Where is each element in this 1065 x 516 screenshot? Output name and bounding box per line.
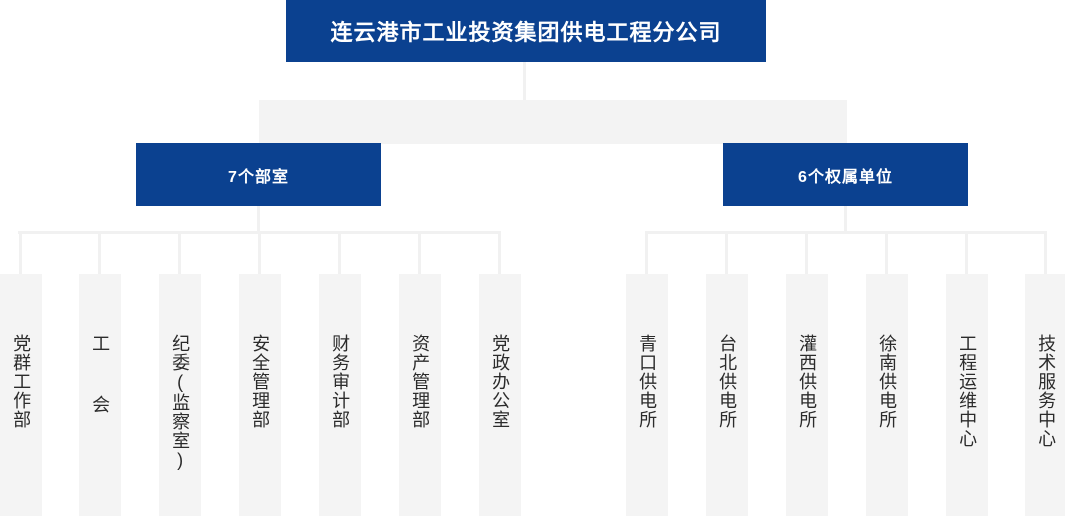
leaf-leg-subsidiaries-2: [725, 231, 728, 275]
leaf-node-dangzheng-bangongshi[interactable]: 党政办公室: [479, 274, 521, 516]
leaf-leg-departments-4: [258, 231, 261, 275]
root-node-label: 连云港市工业投资集团供电工程分公司: [330, 20, 722, 45]
root-node[interactable]: 连云港市工业投资集团供电工程分公司: [286, 0, 766, 62]
leaf-node-label: 党政办公室: [490, 334, 511, 429]
leaf-node-label: 安全管理部: [250, 334, 271, 429]
leaf-leg-departments-5: [338, 231, 341, 275]
leaf-node-caiwu-shenji-bu[interactable]: 财务审计部: [319, 274, 361, 516]
branch-stem-departments: [257, 206, 260, 233]
leaf-leg-subsidiaries-4: [885, 231, 888, 275]
branch-rail-subsidiaries: [645, 231, 1045, 234]
leaf-node-label: 青口供电所: [637, 334, 658, 429]
leaf-node-anquan-guanli-bu[interactable]: 安全管理部: [239, 274, 281, 516]
leaf-node-jishu-fuwu-zhongxin[interactable]: 技术服务中心: [1025, 274, 1065, 516]
leaf-node-label: 纪委(监察室): [170, 334, 191, 471]
leaf-leg-departments-6: [418, 231, 421, 275]
branch-stem-subsidiaries: [844, 206, 847, 233]
leaf-node-label: 技术服务中心: [1036, 334, 1057, 448]
leaf-node-label: 财务审计部: [330, 334, 351, 429]
leaf-node-taibei-gongdiansuo[interactable]: 台北供电所: [706, 274, 748, 516]
root-stem-connector: [523, 62, 526, 102]
leaf-leg-departments-3: [178, 231, 181, 275]
leaf-node-qingkou-gongdiansuo[interactable]: 青口供电所: [626, 274, 668, 516]
leaf-leg-departments-7: [498, 231, 501, 275]
leaf-leg-subsidiaries-6: [1044, 231, 1047, 275]
branch-node-subsidiaries[interactable]: 6个权属单位: [723, 143, 968, 206]
branch-node-subsidiaries-label: 6个权属单位: [798, 168, 893, 186]
branch-node-departments[interactable]: 7个部室: [136, 143, 381, 206]
leaf-leg-subsidiaries-5: [965, 231, 968, 275]
leaf-node-label: 台北供电所: [717, 334, 738, 429]
branch-node-departments-label: 7个部室: [228, 168, 289, 186]
leaf-leg-subsidiaries-1: [645, 231, 648, 275]
leaf-leg-departments-1: [19, 231, 22, 275]
leaf-node-gongcheng-yunwei-zhongxin[interactable]: 工程运维中心: [946, 274, 988, 516]
leaf-leg-subsidiaries-3: [805, 231, 808, 275]
leaf-node-label: 灌西供电所: [797, 334, 818, 429]
leaf-leg-departments-2: [98, 231, 101, 275]
leaf-node-guanxi-gongdiansuo[interactable]: 灌西供电所: [786, 274, 828, 516]
leaf-node-label: 工程运维中心: [957, 334, 978, 448]
leaf-node-label: 党群工作部: [11, 334, 32, 429]
leaf-node-zichan-guanli-bu[interactable]: 资产管理部: [399, 274, 441, 516]
leaf-node-label: 工 会: [90, 334, 111, 414]
root-bridge-connector: [259, 100, 847, 144]
leaf-node-dangqun-gongzuo-bu[interactable]: 党群工作部: [0, 274, 42, 516]
leaf-node-jiwei-jianchashi[interactable]: 纪委(监察室): [159, 274, 201, 516]
leaf-node-label: 资产管理部: [410, 334, 431, 429]
leaf-node-label: 徐南供电所: [877, 334, 898, 429]
leaf-node-xunan-gongdiansuo[interactable]: 徐南供电所: [866, 274, 908, 516]
leaf-node-gonghui[interactable]: 工 会: [79, 274, 121, 516]
